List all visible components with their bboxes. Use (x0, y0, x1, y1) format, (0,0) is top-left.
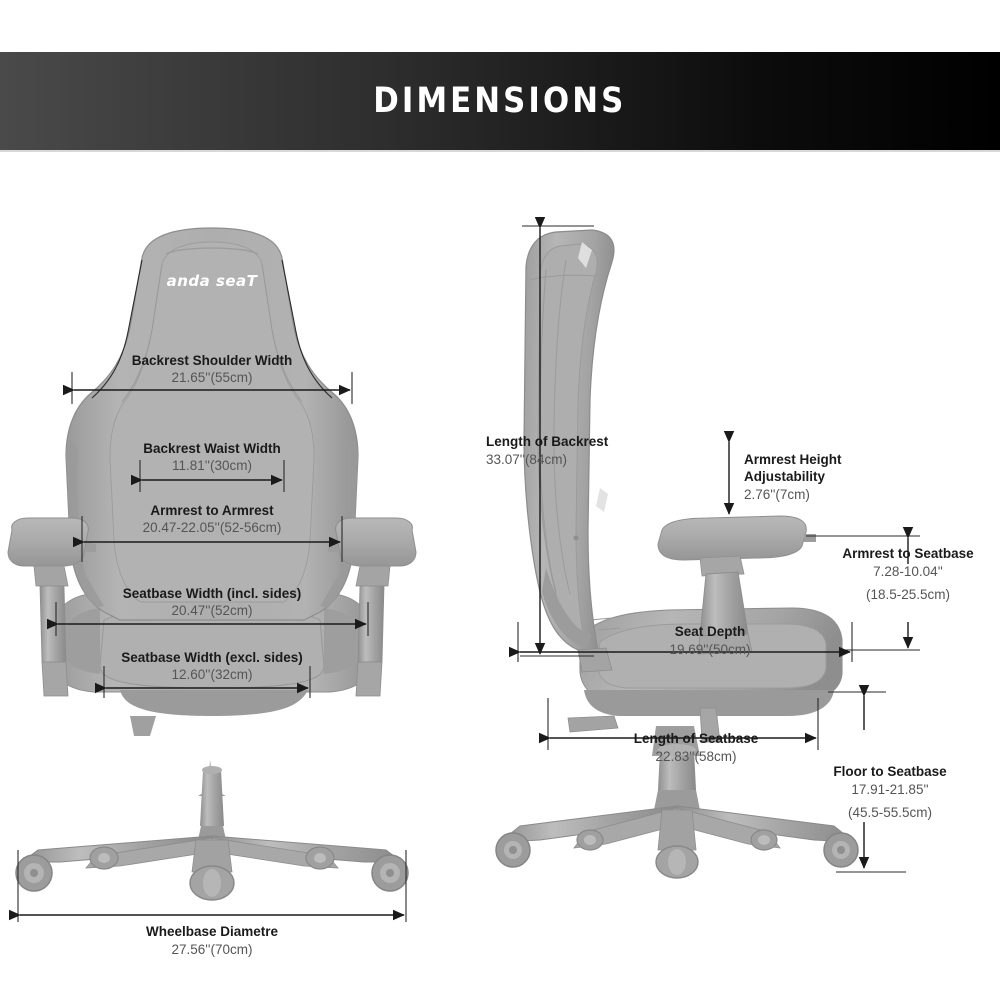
dimension-label: Seatbase Width (incl. sides) (123, 586, 301, 601)
chair-base-front (15, 760, 409, 901)
dimension-value: 12.60''(32cm) (172, 667, 253, 682)
diagram-stage: anda seaT (0, 150, 1000, 1000)
dimension-value: 22.83''(58cm) (656, 749, 737, 764)
dimension-label: Backrest Waist Width (143, 441, 280, 456)
dimension-label: Length of Backrest (486, 434, 609, 449)
caster-wheel (371, 854, 409, 892)
dimension-seat-depth: Seat Depth 19.69''(50cm) (508, 622, 853, 662)
dimension-value: 27.56''(70cm) (172, 942, 253, 957)
dimension-value-line1: 7.28-10.04'' (873, 564, 943, 579)
dimension-length-of-backrest: Length of Backrest 33.07''(84cm) (486, 216, 609, 657)
dimension-value-line1: 17.91-21.85'' (851, 782, 928, 797)
dimension-label: Floor to Seatbase (833, 764, 947, 779)
dimension-label: Seat Depth (675, 624, 746, 639)
chair-armrest-right-front (328, 517, 417, 697)
dimension-wheelbase-diametre: Wheelbase Diametre 27.56''(70cm) (8, 850, 407, 957)
header-banner: DIMENSIONS (0, 52, 1000, 150)
dimension-armrest-to-seatbase: Armrest to Seatbase 7.28-10.04'' (18.5-2… (806, 526, 974, 651)
dimension-backrest-shoulder-width: Backrest Shoulder Width 21.65''(55cm) (62, 353, 353, 404)
chair-armrest-left-front (7, 517, 96, 697)
caster-wheel (823, 832, 859, 868)
caster-wheel (750, 829, 778, 851)
chair-front-view: anda seaT (7, 227, 417, 901)
chair-side-view (495, 229, 859, 879)
dimension-label: Wheelbase Diametre (146, 924, 279, 939)
dimension-value: 20.47-22.05''(52-56cm) (143, 520, 282, 535)
dimension-label: Armrest to Armrest (150, 503, 274, 518)
dimension-label: Armrest to Seatbase (842, 546, 974, 561)
chair-base-side (495, 726, 859, 879)
dimension-backrest-waist-width: Backrest Waist Width 11.81''(30cm) (130, 441, 285, 492)
caster-wheel (655, 845, 699, 879)
dimension-seatbase-width-incl-sides: Seatbase Width (incl. sides) 20.47''(52c… (46, 586, 369, 636)
dimension-value: 21.65''(55cm) (172, 370, 253, 385)
dimension-floor-to-seatbase: Floor to Seatbase 17.91-21.85'' (45.5-55… (828, 684, 947, 873)
dimension-value-line2: (45.5-55.5cm) (848, 805, 932, 820)
page-title: DIMENSIONS (373, 81, 627, 121)
dimension-label: Seatbase Width (excl. sides) (121, 650, 302, 665)
dimension-armrest-to-armrest: Armrest to Armrest 20.47-22.05''(52-56cm… (72, 503, 343, 562)
dimension-value: 20.47''(52cm) (172, 603, 253, 618)
caster-wheel (576, 829, 604, 851)
dimension-value: 19.69''(50cm) (670, 642, 751, 657)
dimension-value: 2.76''(7cm) (744, 487, 810, 502)
banner-divider (0, 150, 1000, 152)
dimension-label-line1: Armrest Height (744, 452, 842, 467)
caster-wheel (495, 832, 531, 868)
dimension-value: 33.07''(84cm) (486, 452, 567, 467)
caster-wheel (305, 846, 335, 870)
dimension-label: Length of Seatbase (634, 731, 759, 746)
dimension-value: 11.81''(30cm) (172, 458, 252, 473)
dimension-armrest-height-adjustability: Armrest Height Adjustability 2.76''(7cm) (723, 430, 842, 515)
dimension-seatbase-width-excl-sides: Seatbase Width (excl. sides) 12.60''(32c… (94, 650, 311, 698)
caster-wheel (189, 865, 235, 901)
chair-backrest-front: anda seaT (65, 227, 359, 621)
dimension-label: Backrest Shoulder Width (132, 353, 292, 368)
caster-wheel (15, 854, 53, 892)
brand-logo: anda seaT (167, 272, 259, 290)
dimension-label-line2: Adjustability (744, 469, 825, 484)
caster-wheel (89, 846, 119, 870)
dimension-value-line2: (18.5-25.5cm) (866, 587, 950, 602)
dimension-length-of-seatbase: Length of Seatbase 22.83''(58cm) (538, 698, 819, 764)
chair-backrest-side (523, 229, 615, 673)
